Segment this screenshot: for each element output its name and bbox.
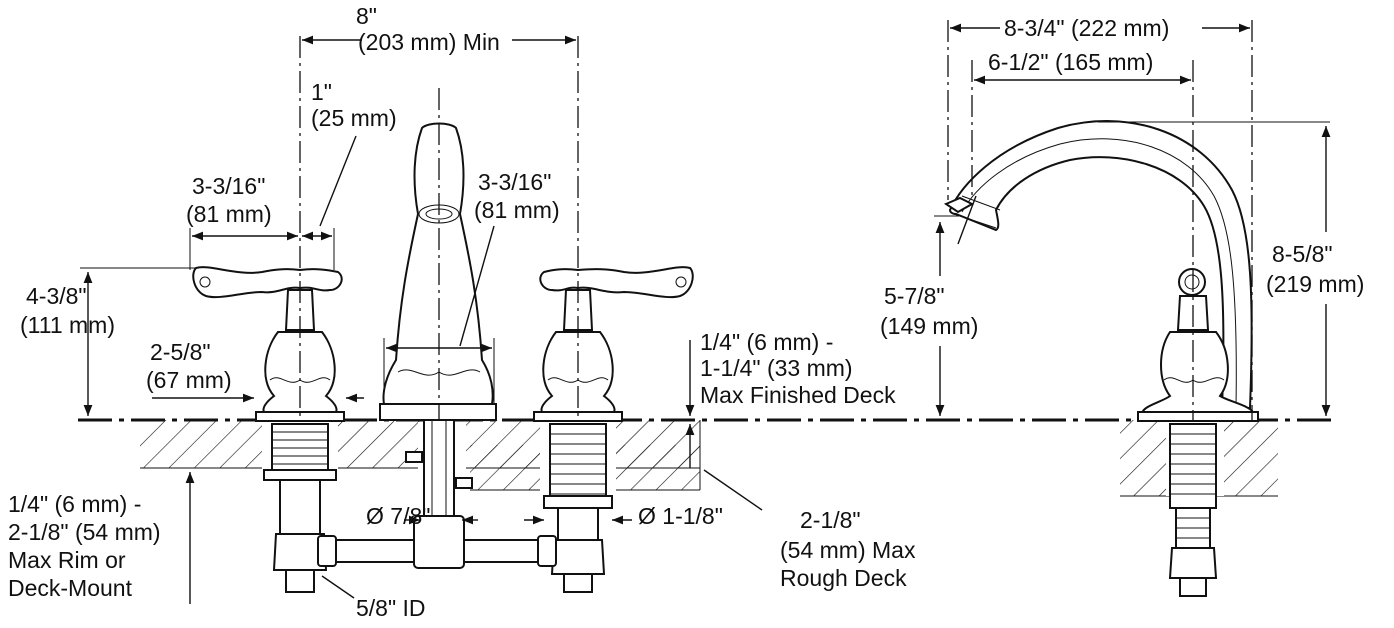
label-spout-clear-b: (149 mm) <box>880 313 978 339</box>
label-spout-clear-a: 5-7/8" <box>884 283 945 309</box>
label-spout-width-b: (81 mm) <box>474 197 560 223</box>
supply-tube <box>317 515 557 569</box>
label-rough-deck-c: Rough Deck <box>780 565 907 591</box>
label-height-overall-a: 8-5/8" <box>1272 241 1333 267</box>
label-handle-height-b: (111 mm) <box>20 312 115 338</box>
label-handle-width-b: (81 mm) <box>186 201 272 227</box>
spout-front <box>379 122 497 517</box>
label-spout-width-a: 3-3/16" <box>478 169 551 195</box>
label-spread-a: 8" <box>356 3 377 29</box>
label-hole-spout: Ø 7/8" <box>366 503 430 529</box>
label-finished-deck-b: 1-1/4" (33 mm) <box>700 355 853 381</box>
spout-side <box>943 120 1259 597</box>
label-reach-overall: 8-3/4" (222 mm) <box>1004 15 1169 41</box>
label-handle-height-a: 4-3/8" <box>26 283 87 309</box>
label-rough-deck-b: (54 mm) Max <box>780 537 916 563</box>
label-offset-a: 1" <box>311 79 332 105</box>
label-base-width-b: (67 mm) <box>146 367 232 393</box>
label-handle-width-a: 3-3/16" <box>192 173 265 199</box>
label-spread-b: (203 mm) Min <box>358 29 500 55</box>
label-rough-deck-a: 2-1/8" <box>800 507 861 533</box>
label-tube-id: 5/8" ID <box>356 595 426 621</box>
dimensions-front <box>80 35 763 604</box>
label-rim-a: 1/4" (6 mm) - <box>8 491 141 517</box>
label-rim-d: Deck-Mount <box>8 575 133 601</box>
label-height-overall-b: (219 mm) <box>1266 271 1364 297</box>
label-rim-b: 2-1/8" (54 mm) <box>8 519 161 545</box>
label-finished-deck-a: 1/4" (6 mm) - <box>700 329 833 355</box>
label-rim-c: Max Rim or <box>8 547 126 573</box>
dimensions-side <box>934 23 1331 416</box>
label-finished-deck-c: Max Finished Deck <box>700 382 896 408</box>
label-reach-spout: 6-1/2" (165 mm) <box>988 49 1153 75</box>
label-offset-b: (25 mm) <box>311 105 397 131</box>
dimension-labels: 8" (203 mm) Min 1" (25 mm) 3-3/16" (81 m… <box>8 3 1364 621</box>
label-base-width-a: 2-5/8" <box>150 339 211 365</box>
label-hole-handle: Ø 1-1/8" <box>638 503 723 529</box>
